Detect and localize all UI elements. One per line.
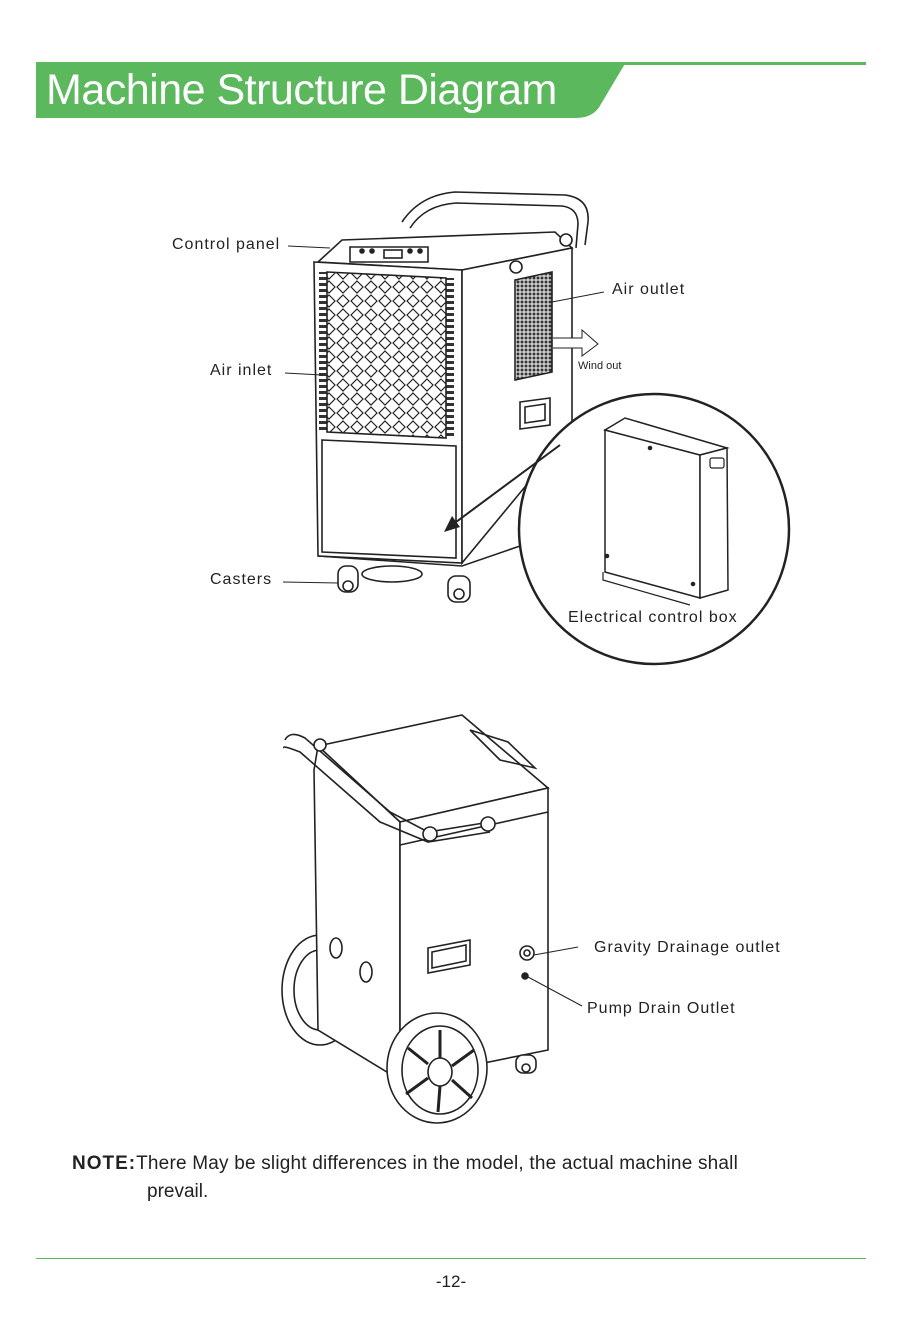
label-wind-out: Wind out [578, 360, 621, 372]
label-air-inlet: Air inlet [210, 362, 272, 380]
label-electrical-box: Electrical control box [568, 609, 738, 627]
machine-diagram [0, 0, 902, 1150]
page-number: -12- [0, 1272, 902, 1292]
footer-rule [36, 1258, 866, 1259]
label-gravity-drain: Gravity Drainage outlet [594, 939, 781, 957]
note-line-1: NOTE:There May be slight differences in … [72, 1153, 738, 1175]
rear-view [282, 715, 548, 1123]
note-text: There May be slight differences in the m… [136, 1153, 738, 1174]
label-pump-drain: Pump Drain Outlet [587, 1000, 736, 1018]
label-casters: Casters [210, 571, 272, 589]
label-air-outlet: Air outlet [612, 281, 685, 299]
note-line-2: prevail. [147, 1181, 208, 1203]
note-prefix: NOTE: [72, 1153, 136, 1174]
label-control-panel: Control panel [172, 236, 280, 254]
